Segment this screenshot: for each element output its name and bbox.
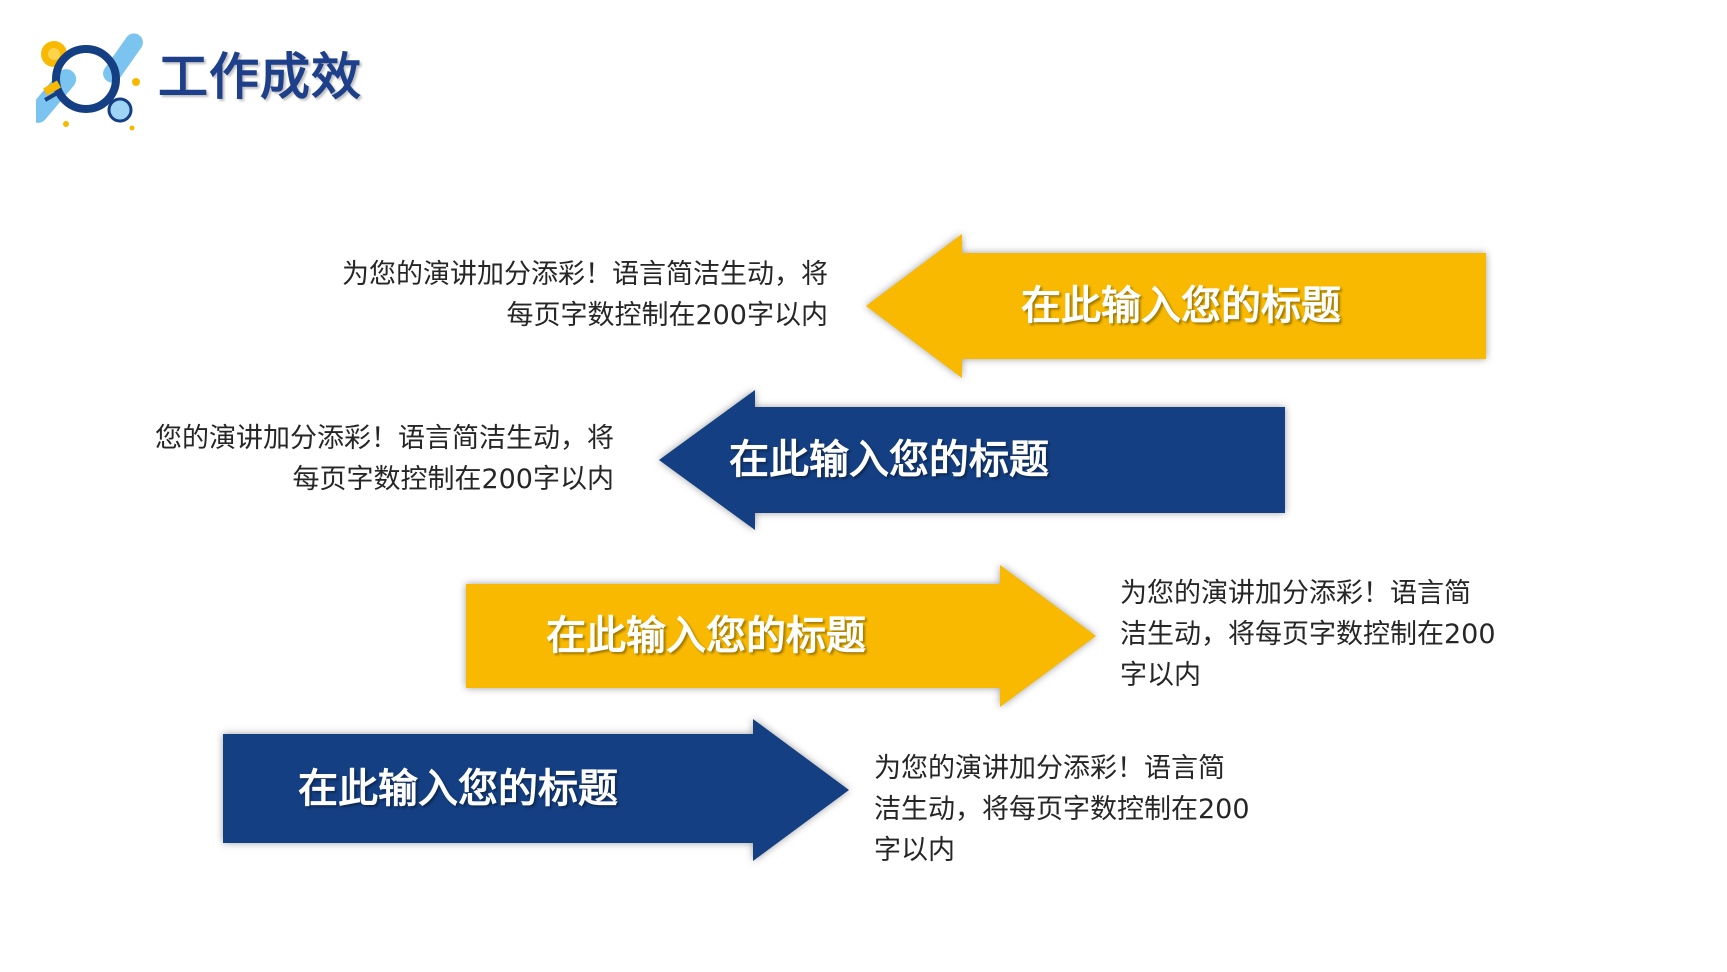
arrow-title-4: 在此输入您的标题 (298, 766, 618, 812)
description-3: 为您的演讲加分添彩！语言简 洁生动，将每页字数控制在200 字以内 (1120, 578, 1496, 691)
arrow-title-3: 在此输入您的标题 (546, 613, 866, 659)
description-1: 为您的演讲加分添彩！语言简洁生动，将 每页字数控制在200字以内 (342, 259, 828, 331)
arrow-title-1: 在此输入您的标题 (1021, 283, 1341, 329)
arrow-banner-4: 在此输入您的标题 (223, 719, 849, 861)
page-title: 工作成效 (158, 48, 362, 106)
magnifier-lightbulb-icon (36, 33, 143, 131)
arrow-banner-2: 在此输入您的标题 (659, 390, 1285, 530)
left-arrow-shape (866, 234, 1486, 378)
description-2: 您的演讲加分添彩！语言简洁生动，将 每页字数控制在200字以内 (155, 423, 614, 495)
right-arrow-shape (223, 719, 849, 861)
description-4: 为您的演讲加分添彩！语言简 洁生动，将每页字数控制在200 字以内 (874, 753, 1250, 866)
arrow-banner-3: 在此输入您的标题 (466, 565, 1096, 707)
arrow-title-2: 在此输入您的标题 (729, 437, 1049, 483)
arrow-banner-1: 在此输入您的标题 (866, 234, 1486, 378)
right-arrow-shape (466, 565, 1096, 707)
left-arrow-shape (659, 390, 1285, 530)
